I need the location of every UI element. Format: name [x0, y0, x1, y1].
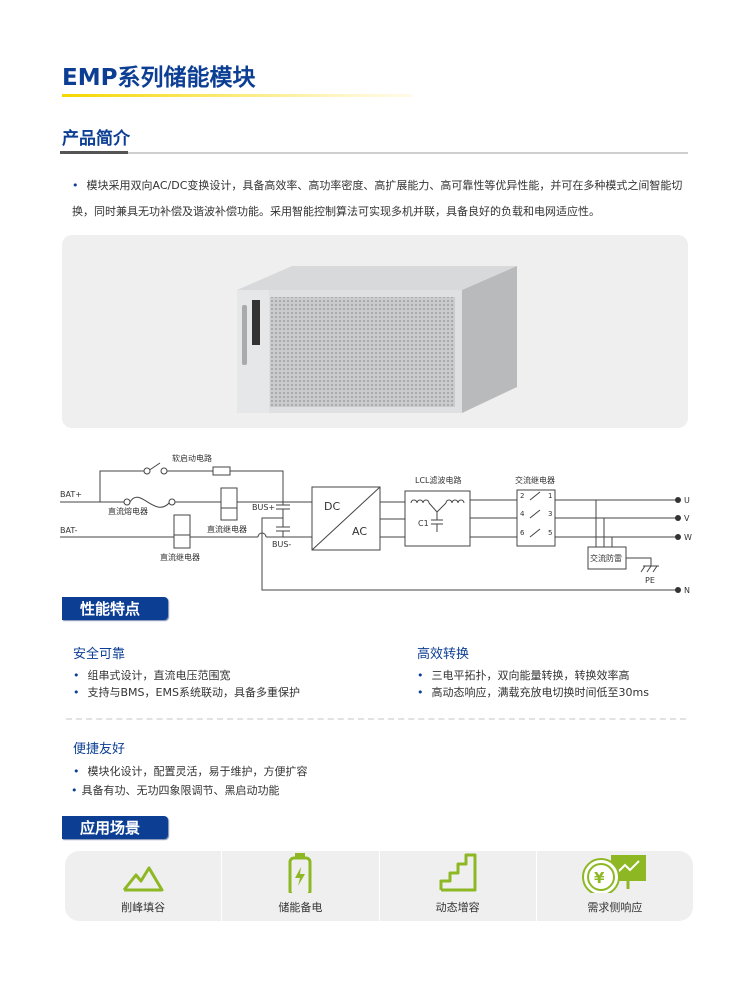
battery-icon [288, 853, 312, 893]
label-u: U [684, 496, 690, 505]
pin-label: 3 [548, 510, 552, 518]
applications-list: 削峰填谷 储能备电 动态增容 ¥ 需求侧响应 [65, 851, 693, 921]
label-dc-fuse: 直流熔电器 [108, 506, 148, 516]
circuit-diagram: 软启动电路 BAT+ 直流熔电器 直流继电器 BAT- 直流继电器 BUS+ B… [60, 453, 692, 595]
svg-text:¥: ¥ [594, 869, 605, 887]
label-bus-plus: BUS+ [252, 503, 275, 512]
application-label: 动态增容 [435, 901, 480, 914]
list-item: •具备有功、无功四象限调节、黑启动功能 [71, 784, 280, 797]
label-soft-start: 软启动电路 [172, 453, 212, 463]
label-n: N [684, 586, 690, 595]
pin-label: 1 [548, 492, 552, 500]
list-item: •组串式设计，直流电压范围宽 [73, 669, 231, 682]
label-ac: AC [352, 525, 367, 538]
intro-paragraph: 模块采用双向AC/DC变换设计，具备高效率、高功率密度、高扩展能力、高可靠性等优… [72, 179, 683, 218]
intro-text: •模块采用双向AC/DC变换设计，具备高效率、高功率密度、高扩展能力、高可靠性等… [72, 179, 683, 218]
list-item: •高动态响应，满载充放电切换时间低至30ms [417, 686, 649, 699]
feature-title: 便捷友好 [73, 742, 126, 757]
label-c1: C1 [418, 519, 429, 528]
application-label: 削峰填谷 [121, 901, 166, 914]
title-underline [62, 94, 412, 97]
yuan-chart-icon: ¥ [581, 855, 646, 893]
list-item: •支持与BMS，EMS系统联动，具备多重保护 [73, 686, 300, 699]
label-v: V [684, 514, 690, 523]
feature-title: 安全可靠 [73, 647, 126, 662]
label-w: W [684, 533, 692, 542]
features-heading: 性能特点 [62, 597, 168, 620]
divider-accent [60, 151, 128, 154]
list-item: •模块化设计，配置灵活，易于维护，方便扩容 [73, 765, 308, 778]
applications-heading: 应用场景 [62, 816, 168, 839]
pin-label: 4 [520, 510, 525, 518]
list-item: •三电平拓扑，双向能量转换，转换效率高 [417, 669, 630, 682]
mountain-icon [122, 866, 164, 892]
application-label: 需求侧响应 [587, 901, 643, 914]
product-photo [62, 235, 688, 428]
pin-label: 2 [520, 492, 524, 500]
label-pe: PE [645, 576, 655, 585]
application-label: 储能备电 [278, 901, 323, 914]
feature-title: 高效转换 [417, 647, 470, 662]
intro-heading: 产品简介 [62, 129, 130, 149]
application-card: 削峰填谷 [65, 851, 223, 921]
label-bat-minus: BAT- [60, 526, 77, 535]
divider [60, 152, 688, 154]
label-dc-relay-2: 直流继电器 [160, 552, 200, 562]
pin-label: 5 [548, 529, 552, 537]
label-bus-minus: BUS- [272, 540, 291, 549]
application-card: 储能备电 [222, 851, 380, 921]
label-surge: 交流防雷 [590, 553, 622, 563]
application-card: ¥ 需求侧响应 [537, 851, 693, 921]
application-card: 动态增容 [380, 851, 537, 921]
stairs-icon [439, 853, 477, 892]
label-ac-relay: 交流继电器 [515, 475, 555, 485]
label-dc: DC [324, 500, 340, 513]
label-lcl: LCL滤波电路 [415, 475, 462, 485]
label-dc-relay-1: 直流继电器 [207, 524, 247, 534]
storage-module-image [237, 266, 517, 413]
page-title: EMP系列储能模块 [62, 65, 256, 91]
label-bat-plus: BAT+ [60, 490, 82, 499]
pin-label: 6 [520, 529, 525, 537]
dashed-divider [66, 718, 686, 720]
